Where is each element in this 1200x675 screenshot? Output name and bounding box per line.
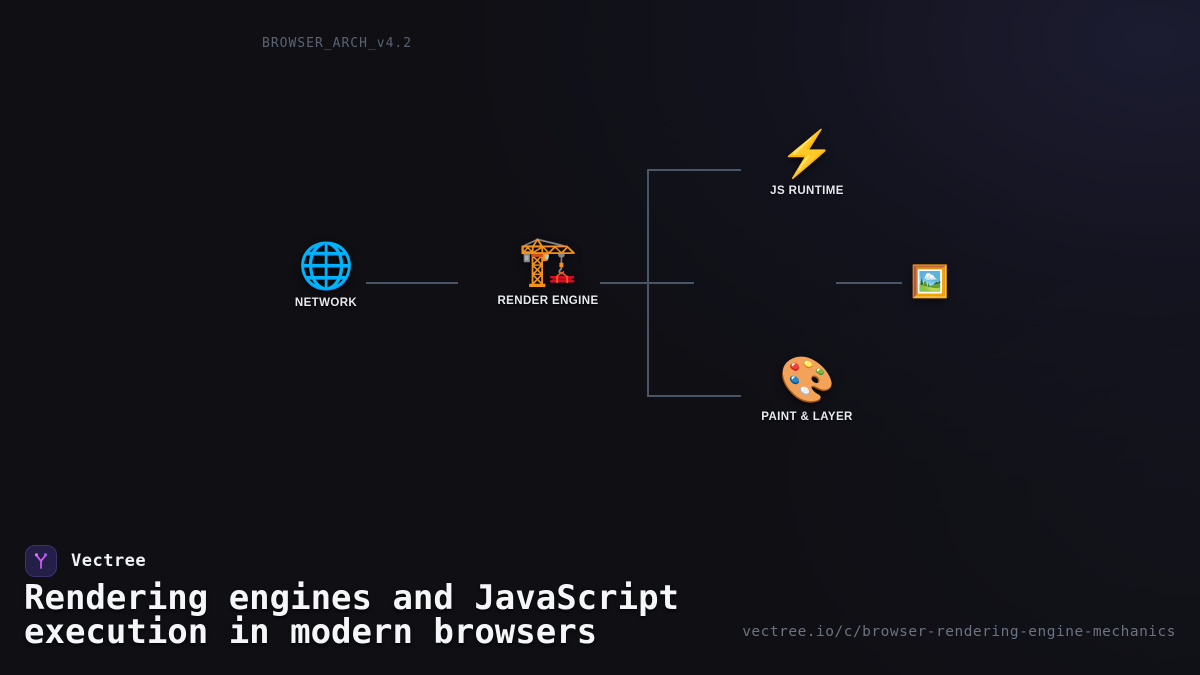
diagram-node-output: 🖼️ [850, 266, 1010, 297]
connector-branch-top [647, 169, 741, 171]
connector-to-output [836, 282, 902, 284]
brand-row: Vectree [25, 545, 146, 577]
connector-network-render [366, 282, 458, 284]
diagram-node-js-runtime: ⚡ JS RUNTIME [727, 131, 887, 197]
diagram-node-render-engine: 🏗️ RENDER ENGINE [468, 235, 628, 308]
vectree-logo [25, 545, 57, 577]
brand-name: Vectree [71, 551, 147, 571]
globe-icon: 🌐 [297, 240, 355, 291]
page-title: Rendering engines and JavaScript executi… [24, 578, 680, 652]
node-label-js-runtime: JS RUNTIME [770, 185, 844, 197]
node-label-render-engine: RENDER ENGINE [497, 295, 599, 307]
diagram-node-paint-layer: 🎨 PAINT & LAYER [727, 357, 887, 423]
connector-branch-vertical [647, 169, 649, 397]
artist-palette-icon: 🎨 [778, 354, 836, 405]
watermark-label: BROWSER_ARCH_v4.2 [262, 36, 413, 51]
construction-crane-icon: 🏗️ [518, 235, 578, 288]
framed-picture-icon: 🖼️ [910, 264, 950, 299]
lightning-bolt-icon: ⚡ [778, 128, 836, 179]
node-label-network: NETWORK [294, 297, 358, 309]
connector-branch-bottom [647, 395, 741, 397]
node-label-paint-layer: PAINT & LAYER [761, 411, 853, 423]
branch-tree-icon [34, 553, 48, 569]
footer-url: vectree.io/c/browser-rendering-engine-me… [742, 624, 1176, 640]
diagram-node-network: 🌐 NETWORK [246, 243, 406, 309]
